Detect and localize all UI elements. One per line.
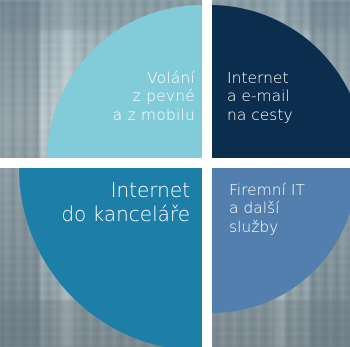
quadrant-bottom-right: [212, 168, 350, 313]
quadrant-top-right: [212, 5, 350, 160]
separator-horizontal: [0, 158, 350, 168]
label-mobile-internet: Internet a e-mail na cesty: [227, 69, 293, 124]
quadrant-top-left: [47, 5, 202, 160]
separator-vertical: [202, 0, 212, 347]
label-calls: Volání z pevné a z mobilu: [112, 69, 195, 124]
quadrant-bottom-left: [19, 168, 202, 347]
label-office-internet: Internet do kanceláře: [61, 178, 190, 226]
label-it-services: Firemní IT a další služby: [229, 181, 305, 236]
